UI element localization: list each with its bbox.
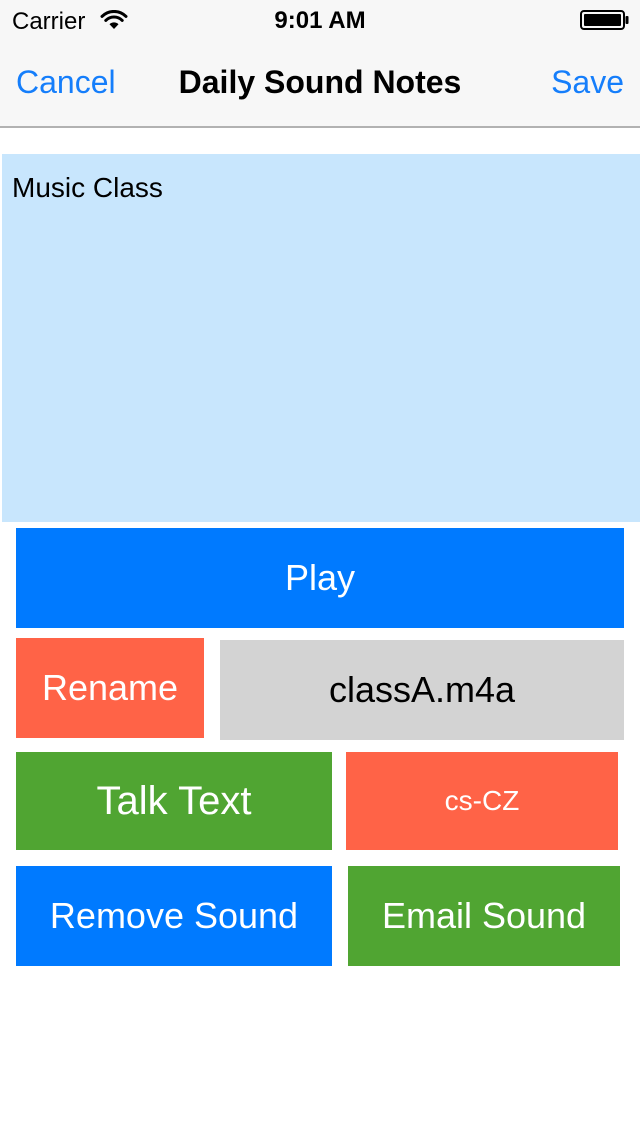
play-button[interactable]: Play	[16, 528, 624, 628]
language-button[interactable]: cs-CZ	[346, 752, 618, 850]
carrier-label: Carrier	[12, 8, 86, 35]
cancel-button[interactable]: Cancel	[16, 64, 116, 100]
battery-icon	[580, 10, 630, 30]
page-title: Daily Sound Notes	[178, 64, 462, 100]
save-button[interactable]: Save	[551, 64, 624, 100]
navigation-bar	[0, 40, 640, 128]
talk-text-button[interactable]: Talk Text	[16, 752, 332, 850]
filename-field[interactable]: classA.m4a	[220, 640, 624, 740]
remove-sound-button[interactable]: Remove Sound	[16, 866, 332, 966]
wifi-icon	[100, 9, 128, 30]
note-text-area[interactable]	[2, 154, 640, 522]
status-time: 9:01 AM	[274, 7, 366, 34]
email-sound-button[interactable]: Email Sound	[348, 866, 620, 966]
rename-button[interactable]: Rename	[16, 638, 204, 738]
